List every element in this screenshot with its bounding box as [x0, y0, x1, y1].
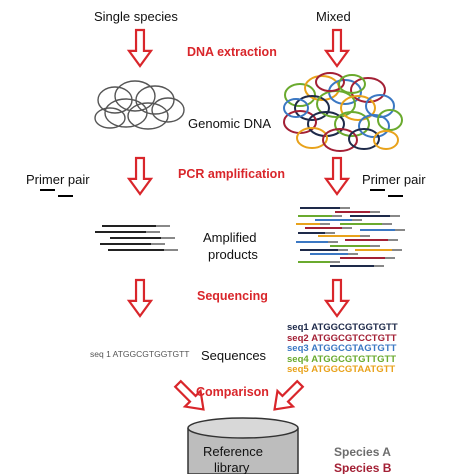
sequences-label: Sequences: [201, 348, 267, 363]
pcr-arrow-right: [323, 156, 351, 196]
genomic-dna-circle: [94, 107, 126, 129]
reference-label: Reference: [203, 444, 263, 459]
single-species-sequence: seq 1 ATGGCGTGGTGTT: [90, 349, 190, 359]
species-a-label: Species A: [334, 445, 391, 459]
mixed-sequence-list: seq1 ATGGCGTGGTGTT seq2 ATGGCGTCCTGTT se…: [287, 323, 398, 375]
mixed-genomic-dna-circle: [294, 95, 330, 121]
genomic-dna-label: Genomic DNA: [188, 116, 272, 131]
mixed-genomic-dna-circle: [338, 74, 366, 94]
sequence-id: seq3: [287, 343, 309, 354]
primer-pair-left-label: Primer pair: [26, 172, 90, 187]
mixed-genomic-dna-circle: [340, 95, 376, 121]
products-label: products: [208, 247, 258, 262]
mixed-genomic-dna-circle: [315, 72, 345, 92]
mixed-genomic-dna-circle: [358, 114, 390, 138]
sequencing-arrow-right: [323, 278, 351, 318]
sequence-bases: ATGGCGTCCTGTT: [311, 332, 397, 344]
sequence-bases: ATGGCGTGGTGTT: [311, 322, 398, 333]
mixed-genomic-dna-circle: [348, 128, 380, 150]
amplified-label: Amplified: [203, 230, 257, 245]
mixed-genomic-dna-circle: [365, 94, 395, 118]
sequencing-arrow-left: [126, 278, 154, 318]
mixed-sequence-row: seq5 ATGGCGTAATGTT: [287, 365, 398, 375]
reference-library-body: [187, 428, 299, 474]
sequencing-step: Sequencing: [197, 289, 268, 303]
mixed-genomic-dna-circle: [322, 128, 358, 152]
extraction-arrow-right: [323, 28, 351, 68]
sequence-id: seq5: [287, 364, 309, 375]
sequence-bases: ATGGCGTGTTGTT: [311, 353, 397, 365]
genomic-dna-circle: [104, 98, 148, 128]
pcr-amplification-step: PCR amplification: [178, 167, 285, 181]
mixed-sequence-row: seq1 ATGGCGTGGTGTT: [287, 323, 398, 333]
mixed-sequence-row: seq4 ATGGCGTGTTGTT: [287, 353, 398, 365]
extraction-arrow-left: [126, 28, 154, 68]
sequence-bases: ATGGCGTAGTGTT: [311, 343, 397, 354]
single-species-label: Single species: [94, 9, 178, 24]
genomic-dna-circle: [151, 97, 185, 123]
mixed-genomic-dna-circle: [296, 127, 328, 149]
mixed-genomic-dna-circle: [284, 83, 316, 107]
mixed-sequence-row: seq2 ATGGCGTCCTGTT: [287, 332, 398, 344]
sequence-id: seq1: [287, 322, 309, 333]
pcr-arrow-left: [126, 156, 154, 196]
sequence-bases: ATGGCGTAATGTT: [311, 364, 396, 375]
reference-library-top: [187, 417, 299, 439]
dna-extraction-step: DNA extraction: [187, 45, 277, 59]
comparison-arrow-right-shape: [273, 379, 305, 411]
genomic-dna-circle: [114, 80, 156, 112]
comparison-arrow-left-shape: [173, 379, 205, 411]
comparison-arrow-right: [273, 379, 305, 411]
mixed-genomic-dna-circle: [283, 98, 309, 118]
library-label: library: [214, 460, 250, 474]
comparison-arrow-left: [173, 379, 205, 411]
primer-pair-right-label: Primer pair: [362, 172, 426, 187]
mixed-sequence-row: seq3 ATGGCGTAGTGTT: [287, 344, 398, 354]
sequence-id: seq2: [287, 332, 309, 344]
species-b-label: Species B: [334, 461, 392, 474]
sequence-id: seq4: [287, 353, 309, 365]
genomic-dna-circle: [127, 102, 169, 130]
mixed-genomic-dna-circle: [373, 130, 399, 150]
mixed-genomic-dna-circle: [334, 111, 370, 137]
comparison-step: Comparison: [196, 385, 269, 399]
mixed-label: Mixed: [316, 9, 351, 24]
mixed-genomic-dna-circle: [377, 109, 403, 131]
